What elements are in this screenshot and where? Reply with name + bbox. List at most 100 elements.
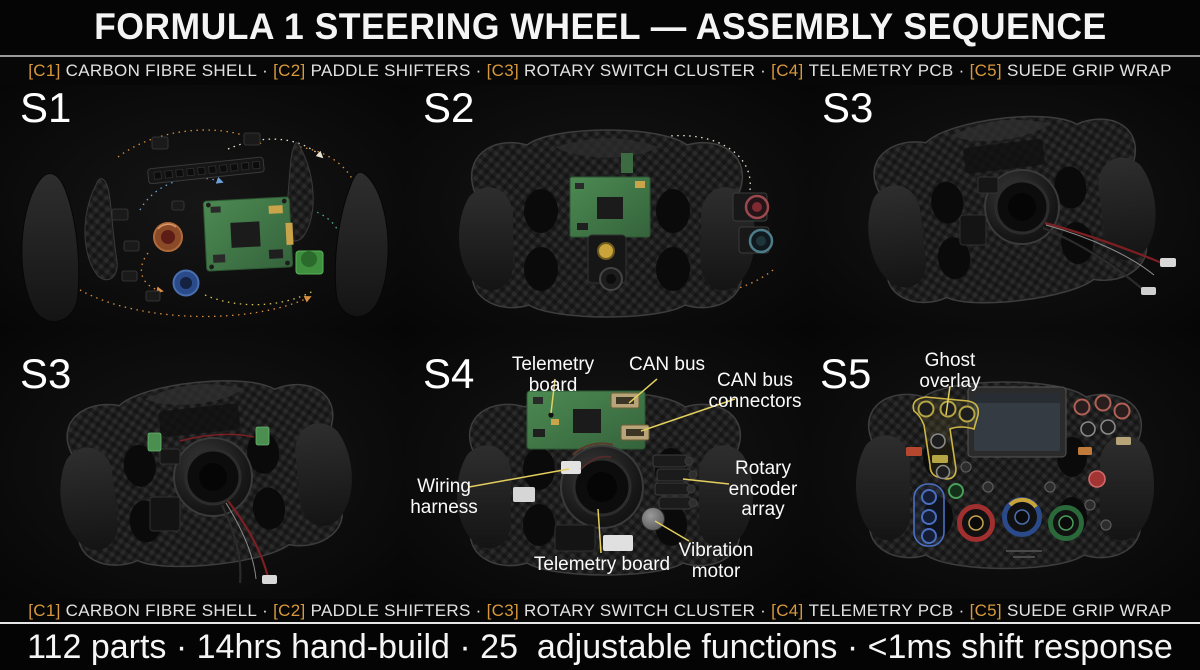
wiring-loom: [1042, 222, 1163, 293]
dash-display: [967, 386, 1067, 458]
quick-release-hub: [149, 437, 253, 532]
component-legend-bottom: [C1] CARBON FIBRE SHELL · [C2] PADDLE SH…: [0, 599, 1200, 623]
misc-buttons: [960, 461, 1112, 532]
callout-can-bus-connectors: CAN bus connectors: [708, 370, 802, 412]
legend-separator: ·: [257, 61, 274, 81]
component-name: ROTARY SWITCH CLUSTER: [524, 61, 756, 81]
component-code: [C2]: [273, 61, 311, 81]
right-button-cluster: [1073, 394, 1131, 489]
stage-label-s3-bottom: S3: [20, 350, 72, 398]
stage-label-s1: S1: [20, 85, 72, 132]
component-name: SUEDE GRIP WRAP: [1006, 61, 1172, 81]
s4-internals-illustration: [456, 378, 754, 577]
rotary-switch-cluster-parts: [732, 192, 774, 254]
green-encoder-part: [295, 250, 324, 275]
annotation-leader-lines: [468, 378, 736, 554]
component-code: [C1]: [28, 61, 66, 81]
annotation-leader-line: [945, 386, 951, 416]
legend-separator: ·: [257, 600, 274, 620]
s2-shell-illustration: [458, 129, 774, 319]
wire-connector: [1160, 258, 1176, 268]
callout-telemetry-board-top: Telemetry board: [511, 354, 595, 396]
wiring-loom: [221, 500, 270, 584]
stat-item: 14hrs hand-build: [196, 627, 450, 666]
s5-finished-wheel-illustration: [855, 381, 1155, 570]
wire-connector: [1141, 287, 1156, 296]
component-name: CARBON FIBRE SHELL: [65, 600, 258, 620]
lower-switch-bracket: [587, 234, 627, 292]
stage-label-s3-top: S3: [822, 85, 874, 132]
panel-s2: S2: [405, 85, 810, 330]
legend-separator: ·: [755, 600, 772, 620]
callout-wiring-harness: Wiring harness: [410, 476, 478, 518]
central-hub: [560, 442, 644, 530]
header: FORMULA 1 STEERING WHEEL — ASSEMBLY SEQU…: [0, 0, 1200, 55]
telemetry-pcb: [526, 390, 650, 450]
panel-s3-top: S3: [810, 85, 1200, 330]
s1-exploded-view-illustration: [21, 129, 389, 323]
component-name: PADDLE SHIFTERS: [310, 61, 471, 81]
component-name: ROTARY SWITCH CLUSTER: [524, 600, 756, 620]
component-name: TELEMETRY PCB: [808, 600, 954, 620]
stat-item: 25 adjustable functions: [480, 627, 838, 666]
quick-release-hub: [959, 169, 1060, 246]
right-grip-part: [334, 172, 389, 318]
callout-vibration-motor: Vibration motor: [678, 540, 754, 582]
component-name: PADDLE SHIFTERS: [310, 600, 471, 620]
panel-s5: S5 Ghost overlay: [810, 329, 1200, 600]
vibration-motor: [641, 507, 665, 532]
s3-rear-hub-illustration: [868, 116, 1176, 304]
shell-logo-mark: [1006, 550, 1042, 559]
ghost-overlay-highlight: [912, 396, 980, 481]
legend-separator: ·: [953, 61, 970, 81]
stat-item: 112 parts: [27, 627, 167, 666]
micro-switch-parts: [111, 133, 261, 302]
blue-rotary-knob-part: [172, 269, 200, 297]
component-code: [C2]: [273, 600, 311, 620]
green-button: [948, 483, 964, 500]
panel-s3-bottom: S3: [0, 329, 405, 600]
stats-separator: ·: [166, 627, 197, 666]
component-code: [C1]: [28, 600, 66, 620]
stats-separator: ·: [837, 627, 868, 666]
legend-separator: ·: [953, 600, 970, 620]
wiring-harness-connectors: [513, 456, 633, 552]
left-paddle-part: [84, 178, 118, 281]
component-name: TELEMETRY PCB: [808, 61, 954, 81]
component-code: [C4]: [771, 61, 809, 81]
callout-rotary-encoder-array: Rotary encoder array: [728, 458, 798, 521]
mounted-pcb: [569, 153, 651, 238]
header-divider: [0, 54, 1200, 57]
component-code: [C4]: [771, 600, 809, 620]
rotary-encoder-array: [652, 454, 698, 510]
stage-label-s4: S4: [423, 350, 475, 398]
page-title: FORMULA 1 STEERING WHEEL — ASSEMBLY SEQU…: [93, 6, 1107, 48]
copper-rotary-knob-part: [153, 222, 183, 253]
callout-ghost-overlay: Ghost overlay: [919, 350, 981, 392]
legend-separator: ·: [755, 61, 772, 81]
wire-connector: [262, 575, 277, 585]
stats-bar: 112 parts · 14hrs hand-build · 25 adjust…: [0, 624, 1200, 670]
wire: [179, 434, 255, 443]
stat-item: <1ms shift response: [867, 627, 1173, 666]
component-code: [C5]: [969, 600, 1007, 620]
callout-telemetry-board-bottom: Telemetry board: [533, 554, 671, 576]
callout-can-bus: CAN bus: [628, 354, 706, 376]
component-name: SUEDE GRIP WRAP: [1006, 600, 1172, 620]
telemetry-pcb-part: [202, 196, 294, 273]
panel-s1: S1: [0, 85, 405, 330]
component-code: [C5]: [969, 61, 1007, 81]
component-code: [C3]: [486, 600, 525, 620]
small-pcb-modules: [147, 427, 270, 452]
led-strip-part: [147, 157, 265, 185]
legend-separator: ·: [470, 600, 487, 620]
component-legend-top: [C1] CARBON FIBRE SHELL · [C2] PADDLE SH…: [0, 56, 1200, 86]
stage-label-s2: S2: [423, 85, 475, 132]
panel-s4: S4 Telemetry board CAN bus CAN bus conne…: [405, 329, 810, 600]
stats-separator: ·: [449, 627, 481, 666]
rotary-dial-row: [957, 497, 1084, 543]
assembly-panel-grid: S1: [0, 85, 1200, 600]
stage-label-s5: S5: [820, 350, 872, 398]
footer-divider: [0, 622, 1200, 625]
s3-rear-wiring-illustration: [60, 380, 352, 585]
